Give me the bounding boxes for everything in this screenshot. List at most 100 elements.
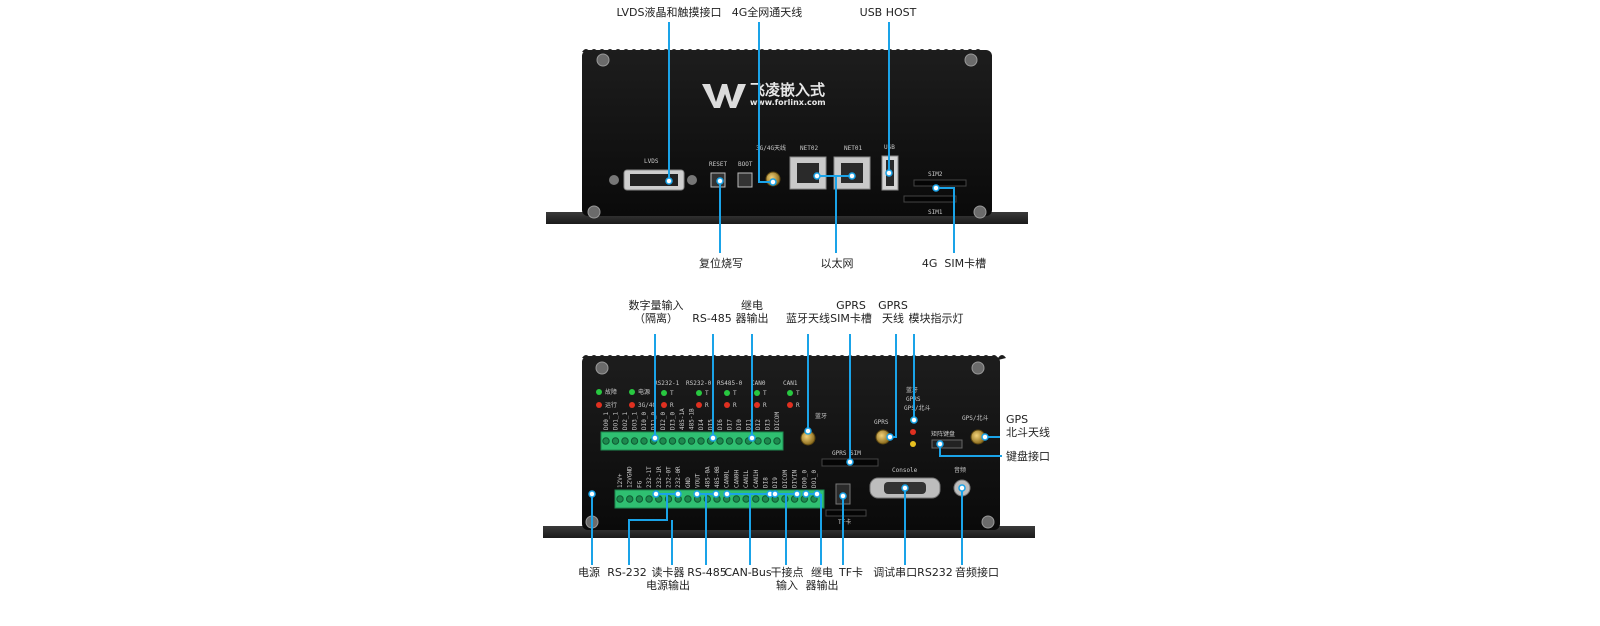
callout-ethernet: 以太网: [820, 257, 854, 270]
top-device: 飞凌嵌入式 www.forlinx.com: [546, 49, 1028, 224]
terminal-top-pin-label-9: 485-1B: [689, 408, 696, 430]
callout-lvds: LVDS液晶和触摸接口: [616, 6, 722, 19]
callout-reset: 复位烧写: [699, 257, 743, 270]
boot-button: [737, 172, 753, 188]
silk-r-1: R: [670, 402, 674, 409]
terminal-top-pin-label-6: DI2_0: [660, 412, 667, 430]
top-leaders: [668, 22, 955, 253]
callout-can-bus: CAN-Bus: [724, 566, 772, 579]
silk-t-3: T: [733, 390, 737, 397]
terminal-bottom-pin-label-0: 12V+: [617, 473, 624, 488]
led-net: [629, 402, 635, 408]
silk-audio: 音频: [954, 466, 966, 474]
top-screw-bl: [587, 205, 601, 219]
callout-sim: 4G SIM卡槽: [921, 257, 987, 270]
silk-t-2: T: [705, 390, 709, 397]
leader-can: [727, 493, 770, 565]
led-fault: [596, 389, 602, 395]
bottom-screw-br: [981, 515, 995, 529]
callout-audio: 音频接口: [955, 566, 999, 579]
silk-sim2: SIM2: [928, 171, 943, 178]
terminal-bottom-pin-label-4: 232-1R: [656, 466, 663, 488]
logo-url: www.forlinx.com: [750, 98, 826, 107]
terminal-top-pin-label-4: DI0_0: [641, 412, 648, 430]
terminal-bottom-pin-label-1: 12VGND: [627, 466, 634, 488]
led-power: [629, 389, 635, 395]
terminal-bottom-screw-0: [616, 495, 624, 503]
silk-keypad: 矩阵键盘: [931, 430, 955, 438]
terminal-bottom-pin-label-19: DO0_0: [801, 470, 808, 488]
terminal-top-pin-label-16: DI2: [755, 419, 762, 430]
terminal-bottom-pin-label-10: 485-0B: [714, 466, 721, 488]
leader-sim: [936, 187, 955, 253]
silk-ant: 3G/4G天线: [756, 144, 786, 152]
terminal-bottom-pin-label-3: 232-1T: [646, 466, 653, 488]
terminal-top-pin-label-2: DO2_1: [622, 412, 629, 430]
terminal-top-screw-2: [621, 437, 629, 445]
silk-can0: CAN0: [751, 380, 766, 387]
terminal-top-pin-label-14: DI0: [736, 419, 743, 430]
terminal-bottom-screw-1: [626, 495, 634, 503]
silk-led-stack-3: GPS/北斗: [904, 404, 930, 412]
terminal-bottom-pin-label-2: FG: [636, 480, 643, 488]
module-led-gps: [910, 441, 916, 447]
terminal-top-screw-4: [640, 437, 648, 445]
silk-power: 电源: [638, 388, 650, 396]
terminal-bottom-pin-label-20: DO1_0: [811, 470, 818, 488]
callout-gprs-sim: GPRS SIM卡槽: [830, 299, 872, 325]
terminal-bottom-screw-7: [684, 495, 692, 503]
bottom-silkscreen: 故障 运行 电源 3G/4G RS232-1 RS232-0 RS485-0 C…: [605, 380, 988, 526]
led-run: [596, 402, 602, 408]
terminal-bottom-pin-label-18: DIVIN: [792, 470, 799, 488]
callout-card-power: 读卡器 电源输出: [646, 566, 690, 592]
terminal-top-pin-label-11: DI5: [708, 419, 715, 430]
silk-r-5: R: [796, 402, 800, 409]
terminal-bottom-screw-15: [761, 495, 770, 503]
leader-keypad: [939, 444, 1002, 457]
terminal-top-screws: [602, 437, 781, 445]
terminal-bottom-pin-label-7: GND: [685, 477, 692, 488]
terminal-top-pin-label-17: DI3: [765, 419, 772, 430]
terminal-top-pin-label-1: DO1_1: [613, 412, 620, 430]
terminal-top-screw-18: [773, 437, 781, 445]
keypad-header: [931, 439, 963, 449]
terminal-bottom-pin-label-9: 485-0A: [704, 466, 711, 488]
callout-console: 调试串口RS232: [873, 566, 953, 579]
sim1-slot: [903, 195, 957, 203]
top-screw-tr: [964, 53, 978, 67]
terminal-bottom-pin-label-6: 232-0R: [675, 466, 682, 488]
silk-gprs-sim: GPRS SIM: [832, 450, 861, 457]
silk-boot: BOOT: [738, 161, 753, 168]
top-screw-br: [973, 205, 987, 219]
callout-gps-antenna: GPS 北斗天线: [1006, 413, 1050, 439]
terminal-bottom-pin-label-11: CAN0L: [724, 470, 731, 488]
silk-r-4: R: [763, 402, 767, 409]
terminal-top-screw-8: [678, 437, 686, 445]
callout-rs485-bottom: RS-485: [687, 566, 727, 579]
silk-console: Console: [892, 467, 918, 474]
silk-bt: 蓝牙: [815, 412, 827, 420]
terminal-top-pin-label-18: DICOM: [774, 412, 781, 430]
bottom-leader-dots: [588, 416, 989, 500]
callout-power: 电源: [578, 566, 600, 579]
terminal-top-pin-label-15: DI1: [746, 419, 753, 430]
callout-gprs-antenna: GPRS 天线: [878, 299, 908, 325]
terminal-bottom-screw-12: [732, 495, 741, 503]
silk-net2: NET02: [800, 145, 818, 152]
terminal-top-screw-13: [725, 437, 734, 445]
terminal-bottom-screw-14: [752, 495, 760, 503]
silk-fault: 故障: [605, 388, 617, 396]
silk-t-4: T: [763, 390, 767, 397]
silk-t-1: T: [670, 390, 674, 397]
terminal-top-pin-label-12: DI6: [717, 419, 724, 430]
terminal-bottom-screw-13: [742, 495, 750, 503]
logo-mark: [702, 84, 746, 108]
callout-tf: TF卡: [838, 566, 864, 579]
terminal-top-screw-12: [716, 437, 724, 445]
terminal-top-screw-10: [697, 437, 705, 445]
callout-relay-bottom: 继电 器输出: [805, 566, 839, 592]
leader-eth: [817, 175, 852, 253]
brand-logo: 飞凌嵌入式 www.forlinx.com: [702, 81, 826, 108]
